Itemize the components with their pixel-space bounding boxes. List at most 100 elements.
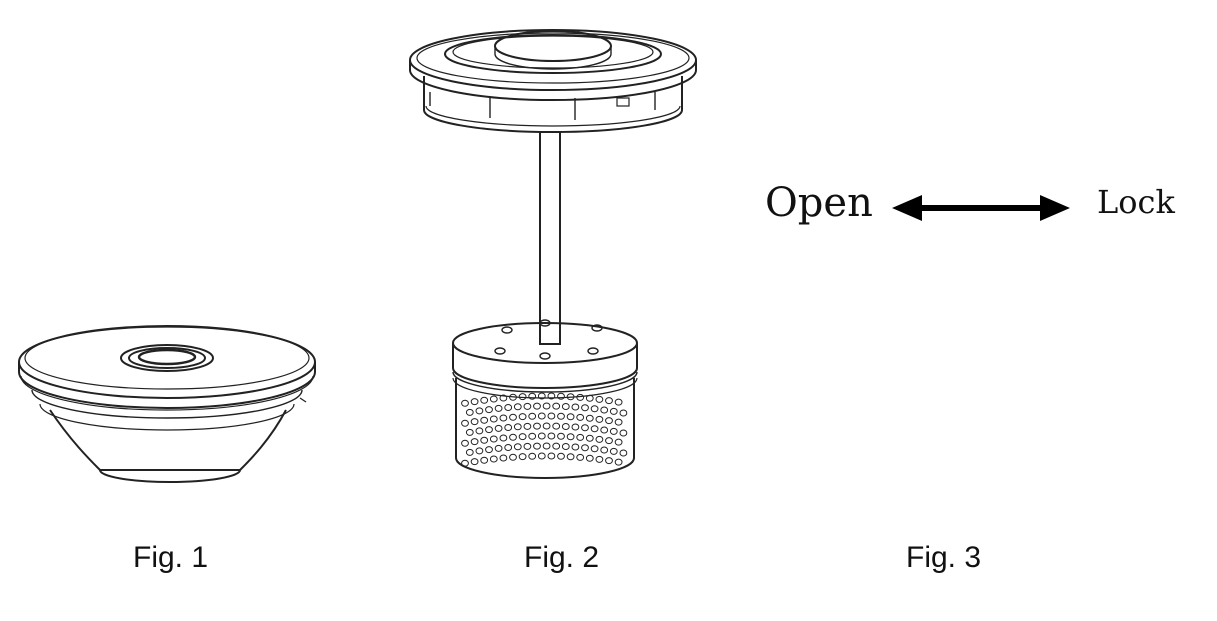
fig2-perforations: [461, 392, 628, 467]
double-arrow-icon: [890, 191, 1072, 225]
perforation-hole: [509, 433, 517, 441]
perforation-hole: [557, 392, 565, 400]
perforation-hole: [523, 442, 532, 450]
perforation-hole: [528, 392, 537, 400]
perforation-hole: [465, 448, 474, 456]
perforation-hole: [494, 444, 503, 452]
perforation-hole: [561, 423, 570, 430]
perforation-hole: [585, 434, 594, 442]
perforation-hole: [475, 407, 484, 415]
fig1-knob: [120, 344, 214, 372]
perforation-hole: [547, 392, 556, 400]
open-label: Open: [765, 180, 873, 226]
perforation-hole: [614, 438, 623, 446]
perforation-hole: [518, 413, 527, 421]
perforation-hole: [504, 444, 513, 451]
perforation-hole: [480, 456, 489, 464]
perforation-hole: [566, 393, 575, 401]
perforation-hole: [504, 404, 513, 411]
perforation-hole: [518, 453, 527, 461]
fig1-drawing: [10, 320, 330, 500]
perforation-hole: [518, 393, 527, 401]
perforation-hole: [528, 432, 537, 440]
perforation-hole: [470, 438, 479, 446]
perforation-hole: [614, 418, 623, 426]
perforation-hole: [499, 414, 508, 422]
perforation-hole: [461, 419, 469, 427]
perforation-hole: [489, 455, 498, 463]
perforation-hole: [590, 445, 599, 453]
perforation-hole: [499, 434, 508, 442]
perforation-hole: [523, 402, 532, 410]
perforation-hole: [537, 432, 546, 440]
fig2-shaft: [539, 131, 561, 345]
perforation-hole: [605, 397, 613, 405]
perforation-hole: [576, 393, 585, 401]
perforation-hole: [513, 423, 522, 431]
perforation-hole: [571, 403, 580, 411]
perforation-hole: [542, 422, 551, 430]
perforation-hole: [600, 406, 609, 414]
perforation-hole: [528, 452, 537, 460]
perforation-hole: [595, 435, 604, 443]
perforation-hole: [571, 423, 580, 431]
perforation-hole: [600, 446, 609, 454]
perforation-hole: [461, 459, 469, 467]
fig1-caption: Fig. 1: [133, 541, 209, 574]
perforation-hole: [485, 406, 493, 414]
perforation-hole: [605, 417, 613, 425]
perforation-hole: [547, 412, 556, 420]
perforation-hole: [581, 404, 589, 412]
perforation-hole: [470, 398, 479, 406]
perforation-hole: [499, 394, 508, 402]
perforation-hole: [595, 415, 604, 423]
perforation-hole: [461, 439, 469, 447]
fig2-drawing: [400, 18, 710, 498]
perforation-hole: [552, 402, 561, 410]
perforation-hole: [571, 443, 580, 451]
perforation-hole: [619, 409, 628, 417]
perforation-hole: [585, 414, 594, 422]
perforation-hole: [609, 407, 618, 415]
fig1-bowl: [49, 409, 287, 471]
perforation-hole: [552, 442, 561, 450]
perforation-hole: [595, 455, 604, 463]
perforation-hole: [614, 458, 623, 466]
perforation-hole: [585, 454, 594, 462]
perforation-hole: [537, 412, 546, 420]
perforation-hole: [528, 412, 537, 420]
perforation-hole: [557, 452, 565, 460]
perforation-hole: [533, 402, 541, 410]
perforation-hole: [542, 402, 551, 410]
perforation-hole: [537, 392, 546, 400]
perforation-hole: [566, 413, 575, 421]
perforation-hole: [465, 408, 474, 416]
perforation-hole: [581, 424, 589, 432]
perforation-hole: [605, 457, 613, 465]
perforation-hole: [619, 449, 628, 457]
perforation-hole: [600, 426, 609, 434]
lock-label: Lock: [1097, 183, 1175, 221]
perforation-hole: [513, 443, 522, 451]
perforation-hole: [605, 437, 613, 445]
perforation-hole: [566, 453, 575, 461]
fig3-caption: Fig. 3: [906, 541, 982, 574]
perforation-hole: [465, 428, 474, 436]
perforation-hole: [590, 425, 599, 433]
perforation-hole: [461, 399, 469, 407]
perforation-hole: [480, 436, 489, 444]
perforation-hole: [494, 424, 503, 432]
perforation-hole: [504, 424, 513, 431]
perforation-hole: [494, 404, 503, 412]
perforation-hole: [614, 398, 623, 406]
perforation-hole: [581, 444, 589, 452]
perforation-hole: [557, 412, 565, 420]
perforation-hole: [485, 446, 493, 454]
perforation-hole: [542, 442, 551, 450]
perforation-hole: [595, 395, 604, 403]
perforation-hole: [576, 413, 585, 421]
perforation-hole: [475, 447, 484, 455]
perforation-hole: [566, 433, 575, 441]
perforation-hole: [499, 454, 508, 462]
perforation-hole: [552, 422, 561, 430]
